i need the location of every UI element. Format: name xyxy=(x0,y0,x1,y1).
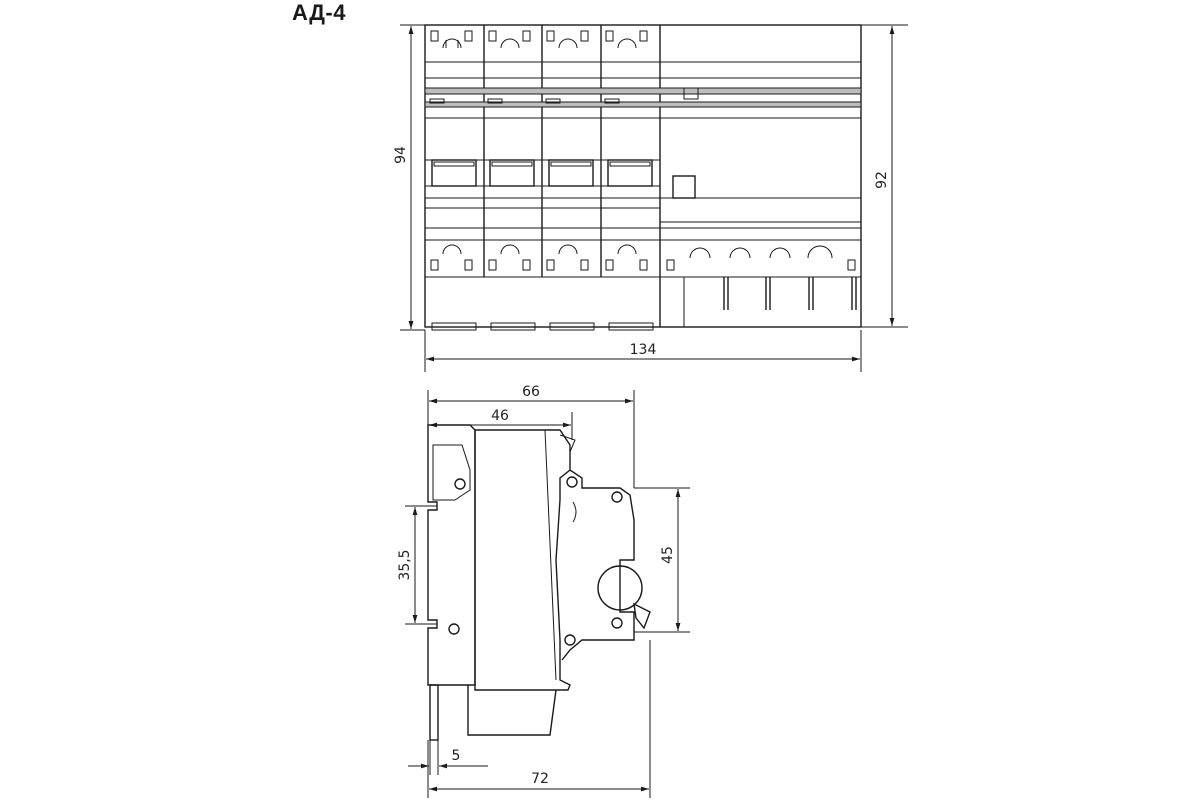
dim-66: 66 xyxy=(522,384,540,400)
product-title: АД-4 xyxy=(292,0,346,25)
dim-134: 134 xyxy=(630,342,657,358)
dim-72: 72 xyxy=(531,771,549,787)
dim-35-5: 35,5 xyxy=(397,549,413,580)
side-view xyxy=(405,390,690,798)
front-outline xyxy=(424,24,862,328)
dim-92: 92 xyxy=(874,171,890,189)
dim-5: 5 xyxy=(452,748,461,764)
front-view xyxy=(400,24,908,372)
dim-46: 46 xyxy=(491,408,509,424)
dim-94: 94 xyxy=(393,146,409,164)
dim-45: 45 xyxy=(660,546,676,564)
